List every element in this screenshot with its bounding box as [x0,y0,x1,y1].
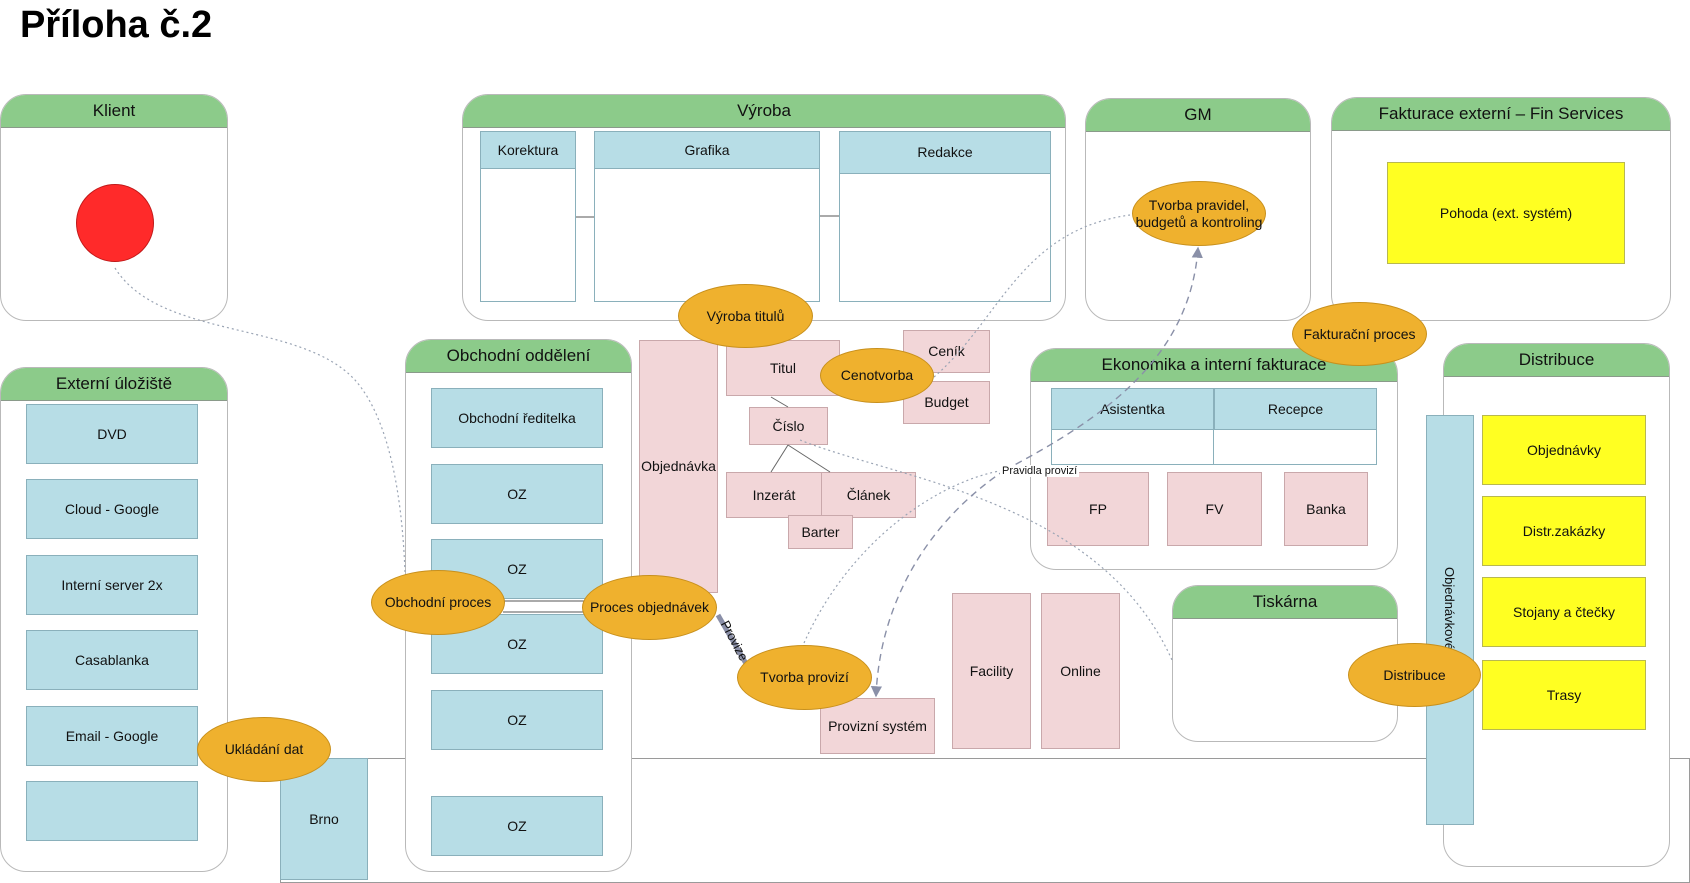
ekonomika-fp[interactable]: FP [1047,472,1149,546]
process-distribuce[interactable]: Distribuce [1348,643,1481,707]
process-tvorba-pravidel[interactable]: Tvorba pravidel, budgetů a kontroling [1132,181,1266,246]
ekonomika-fv[interactable]: FV [1167,472,1262,546]
storage-empty[interactable] [26,781,198,841]
storage-dvd[interactable]: DVD [26,404,198,464]
storage-cloud-google[interactable]: Cloud - Google [26,479,198,539]
objednavkove-api[interactable] [1426,415,1474,825]
process-cenotvorba[interactable]: Cenotvorba [820,348,934,403]
storage-casablanka[interactable]: Casablanka [26,630,198,690]
client-start-node[interactable] [76,184,154,262]
facility-box[interactable]: Facility [952,593,1031,749]
lane-externi-header: Externí úložiště [1,368,227,401]
oz-4[interactable]: OZ [431,690,603,750]
distribuce-stojany[interactable]: Stojany a čtečky [1482,577,1646,647]
ekonomika-recepce[interactable]: Recepce [1214,388,1377,430]
page-title: Příloha č.2 [20,4,213,46]
process-ukladani-dat[interactable]: Ukládání dat [197,717,331,782]
process-vyroba-titulu[interactable]: Výroba titulů [678,284,813,348]
distribuce-objednavky[interactable]: Objednávky [1482,415,1646,485]
lane-vyroba-header: Výroba [463,95,1065,128]
online-box[interactable]: Online [1041,593,1120,749]
provizni-system-box[interactable]: Provizní systém [820,698,935,754]
vyroba-korektura[interactable]: Korektura [480,131,576,169]
lane-tiskarna-header: Tiskárna [1173,586,1397,619]
oz-1[interactable]: OZ [431,464,603,524]
ekonomika-banka[interactable]: Banka [1284,472,1368,546]
distribuce-zakazky[interactable]: Distr.zakázky [1482,496,1646,566]
storage-email-google[interactable]: Email - Google [26,706,198,766]
vyroba-grafika[interactable]: Grafika [594,131,820,169]
pohoda-system[interactable]: Pohoda (ext. systém) [1387,162,1625,264]
lane-distribuce-header: Distribuce [1444,344,1669,377]
cislo-box[interactable]: Číslo [749,407,828,445]
clanek-box[interactable]: Článek [821,472,916,518]
process-fakturacni[interactable]: Fakturační proces [1292,302,1427,366]
inzerat-box[interactable]: Inzerát [726,472,822,518]
process-obchodni[interactable]: Obchodní proces [371,570,505,635]
oz-5[interactable]: OZ [431,796,603,856]
provize-label: Provize [717,618,752,664]
distribuce-trasy[interactable]: Trasy [1482,660,1646,730]
lane-gm-header: GM [1086,99,1310,132]
pravidla-provizi-label: Pravidla provizí [1000,465,1080,477]
process-objednavek[interactable]: Proces objednávek [582,575,717,640]
lane-fakturace-externi-header: Fakturace externí – Fin Services [1332,98,1670,131]
lane-klient-header: Klient [1,95,227,128]
lane-obchodni-header: Obchodní oddělení [406,340,631,373]
barter-box[interactable]: Barter [788,515,853,549]
objednavka-box[interactable]: Objednávka [639,340,718,593]
obchodni-reditelka[interactable]: Obchodní ředitelka [431,388,603,448]
ekonomika-divider [1213,430,1214,465]
storage-internal-server[interactable]: Interní server 2x [26,555,198,615]
process-tvorba-provizi[interactable]: Tvorba provizí [737,645,872,710]
ekonomika-asistentka[interactable]: Asistentka [1051,388,1214,430]
vyroba-redakce[interactable]: Redakce [839,131,1051,174]
